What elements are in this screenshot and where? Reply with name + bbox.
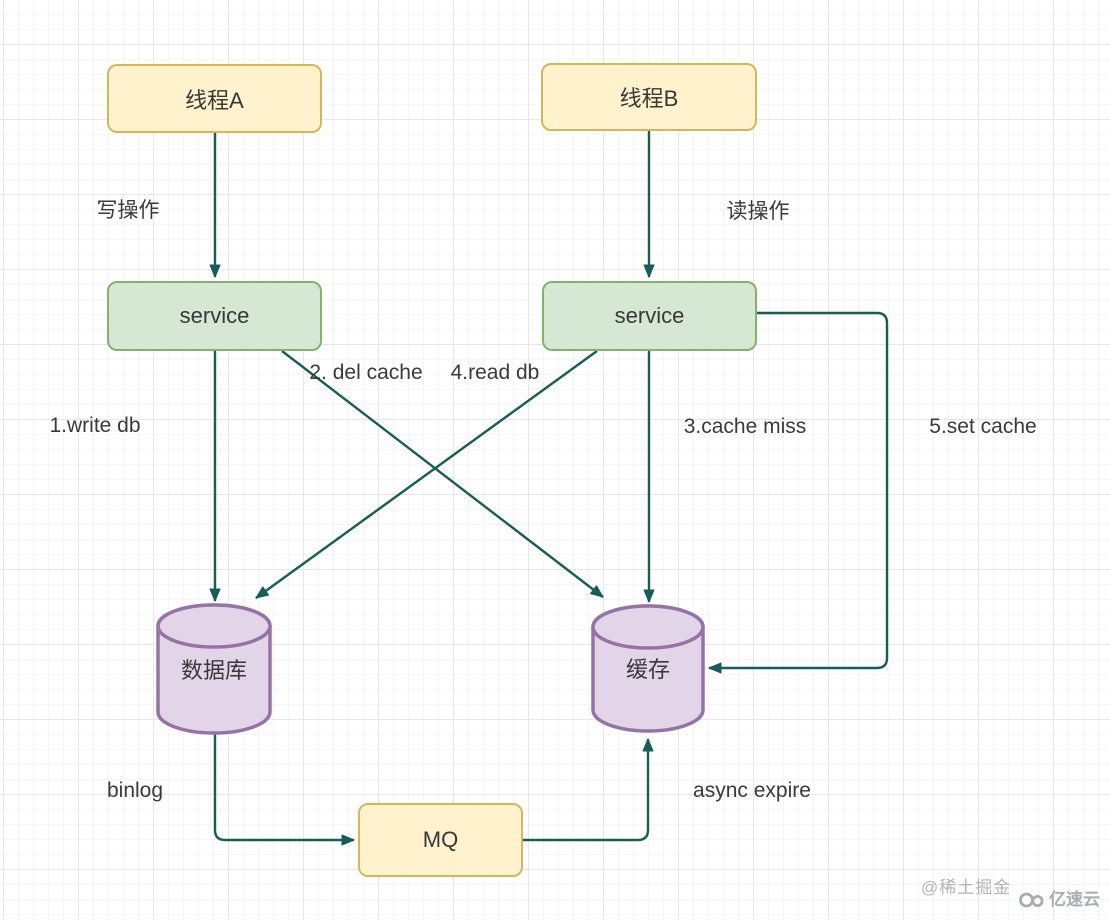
watermark-yisu: 亿速云 [1016, 885, 1100, 910]
node-thread-b: 线程B [541, 63, 757, 131]
edge-database-to-mq [213, 733, 355, 846]
cache-cylinder-shape [591, 604, 705, 733]
watermark-juejin: @稀土掘金 [921, 878, 1012, 897]
edge-label-async-expire: async expire [693, 779, 811, 802]
node-service-right: service [542, 281, 757, 351]
edge-label-write-db: 1.write db [49, 414, 141, 437]
edge-service-right-to-database [255, 350, 598, 599]
edge-label-set-cache: 5.set cache [929, 415, 1037, 438]
watermark-yisu-label: 亿速云 [1049, 890, 1100, 909]
edge-label-read-op: 读操作 [726, 200, 790, 223]
node-thread-a-label: 线程A [185, 87, 244, 113]
edge-label-read-db: 4.read db [450, 361, 540, 384]
node-mq-label: MQ [422, 827, 459, 852]
node-thread-a: 线程A [107, 64, 322, 133]
edge-label-cache-miss: 3.cache miss [683, 415, 807, 438]
database-cylinder-shape [156, 603, 272, 735]
yisu-cloud-icon [1019, 892, 1044, 907]
node-service-left: service [107, 281, 322, 351]
node-service-left-label: service [179, 303, 250, 328]
edge-label-del-cache: 2. del cache [309, 361, 423, 384]
edge-label-binlog: binlog [106, 779, 164, 802]
node-service-right-label: service [614, 303, 685, 328]
edge-service-right-set-cache [708, 311, 889, 674]
node-cache-label: 缓存 [625, 657, 671, 682]
node-database-label: 数据库 [180, 658, 248, 683]
edge-label-write-op: 写操作 [96, 199, 160, 222]
edge-mq-to-cache [523, 738, 654, 842]
node-thread-b-label: 线程B [619, 86, 679, 111]
edge-service-left-to-cache [281, 350, 604, 598]
node-mq: MQ [358, 803, 523, 877]
